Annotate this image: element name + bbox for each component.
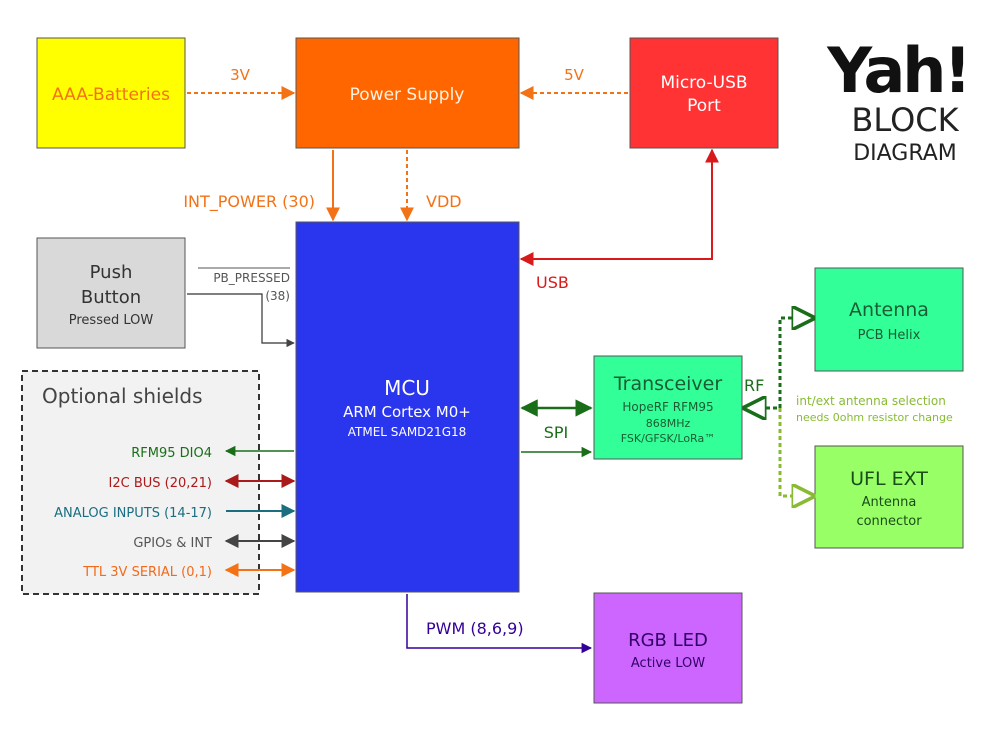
label-rf: RF <box>744 376 764 395</box>
label-spi: SPI <box>544 423 569 442</box>
shield-label-ttl-serial: TTL 3V SERIAL (0,1) <box>82 565 212 580</box>
push-button-title-1: Push <box>90 262 133 283</box>
ufl-ext-line2: Antenna <box>862 495 917 510</box>
rgb-led-title: RGB LED <box>628 630 708 651</box>
shield-label-i2c-bus: I2C BUS (20,21) <box>109 476 213 491</box>
label-3v: 3V <box>230 66 251 84</box>
push-button-title-2: Button <box>81 287 141 308</box>
antenna-title: Antenna <box>849 299 929 321</box>
batteries-title: AAA-Batteries <box>52 85 170 105</box>
connector-usb-mcu: USB <box>519 148 719 292</box>
connector-usb-power: 5V <box>519 66 628 100</box>
block-batteries: AAA-Batteries <box>36 37 186 149</box>
shield-label-rfm95-dio4: RFM95 DIO4 <box>131 446 212 461</box>
micro-usb-title-1: Micro-USB <box>660 73 747 93</box>
ufl-ext-line3: connector <box>856 514 922 529</box>
connector-pushbutton-mcu: PB_PRESSED (38) <box>187 267 295 348</box>
ufl-ext-title: UFL EXT <box>850 468 928 490</box>
transceiver-line3: 868MHz <box>646 417 691 430</box>
shield-label-analog-inputs: ANALOG INPUTS (14-17) <box>54 506 212 521</box>
block-antenna: Antenna PCB Helix <box>814 267 964 372</box>
optional-shields-panel: Optional shields RFM95 DIO4 I2C BUS (20,… <box>21 370 260 595</box>
label-5v: 5V <box>564 66 585 84</box>
transceiver-title: Transceiver <box>613 373 723 395</box>
optional-shields-title: Optional shields <box>42 384 203 408</box>
connector-pwm: PWM (8,6,9) <box>406 594 593 654</box>
label-pwm: PWM (8,6,9) <box>426 619 524 638</box>
logo-word: Yah! <box>826 34 968 107</box>
connector-spi: SPI <box>520 399 593 442</box>
antenna-subtitle: PCB Helix <box>858 328 921 343</box>
block-push-button: Push Button Pressed LOW <box>36 237 186 349</box>
mcu-line3: ATMEL SAMD21G18 <box>348 425 467 439</box>
connector-batteries-power: 3V <box>187 66 296 100</box>
micro-usb-title-2: Port <box>687 96 721 116</box>
shield-label-gpios-int: GPIOs & INT <box>133 536 212 551</box>
block-transceiver: Transceiver HopeRF RFM95 868MHz FSK/GFSK… <box>593 355 743 460</box>
connector-int-power: INT_POWER (30) <box>183 150 340 222</box>
connector-rf: RF int/ext antenna selection needs 0ohm … <box>744 318 953 496</box>
block-rgb-led: RGB LED Active LOW <box>593 592 743 704</box>
logo-block: BLOCK <box>851 101 959 139</box>
label-pb-pin: (38) <box>265 289 290 303</box>
transceiver-line4: FSK/GFSK/LoRa™ <box>621 432 715 445</box>
logo: Yah! BLOCK DIAGRAM <box>826 34 971 166</box>
block-power-supply: Power Supply <box>295 37 520 149</box>
label-usb: USB <box>536 273 569 292</box>
connector-vdd: VDD <box>400 150 462 222</box>
label-int-power: INT_POWER (30) <box>183 192 315 212</box>
label-vdd: VDD <box>426 192 462 211</box>
rgb-led-subtitle: Active LOW <box>631 656 705 671</box>
power-supply-title: Power Supply <box>350 85 465 105</box>
logo-diagram: DIAGRAM <box>853 141 957 166</box>
push-button-subtitle: Pressed LOW <box>69 313 154 328</box>
block-ufl-ext: UFL EXT Antenna connector <box>814 445 964 549</box>
label-pb-pressed: PB_PRESSED <box>213 271 290 285</box>
transceiver-line2: HopeRF RFM95 <box>622 400 713 414</box>
block-mcu: MCU ARM Cortex M0+ ATMEL SAMD21G18 <box>295 221 520 593</box>
block-micro-usb: Micro-USB Port <box>629 37 779 149</box>
mcu-line2: ARM Cortex M0+ <box>343 403 471 421</box>
label-antenna-note-2: needs 0ohm resistor change <box>796 411 953 424</box>
label-antenna-note-1: int/ext antenna selection <box>796 394 946 408</box>
mcu-title: MCU <box>384 376 430 400</box>
